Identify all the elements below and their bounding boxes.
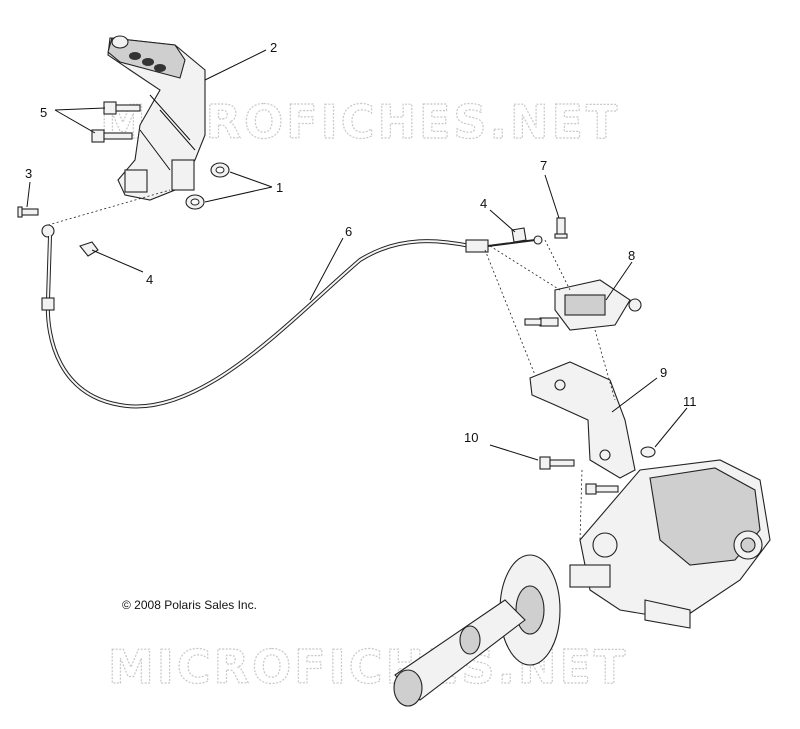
copyright-notice: © 2008 Polaris Sales Inc. bbox=[122, 598, 257, 612]
callout-1: 1 bbox=[276, 180, 283, 195]
brake-cable bbox=[41, 224, 543, 409]
callout-10: 10 bbox=[464, 430, 478, 445]
gearcase bbox=[569, 459, 771, 629]
driveshaft bbox=[393, 599, 526, 707]
callout-4-left: 4 bbox=[146, 272, 153, 287]
callout-2: 2 bbox=[270, 40, 277, 55]
brake-disc bbox=[499, 554, 561, 666]
callout-3: 3 bbox=[25, 166, 32, 181]
caliper-bracket bbox=[529, 361, 636, 479]
bolt-lower-bracket bbox=[585, 483, 619, 495]
nut-1-lower bbox=[185, 194, 205, 210]
callout-7: 7 bbox=[540, 158, 547, 173]
pin-7 bbox=[554, 217, 568, 239]
brake-caliper bbox=[524, 279, 642, 331]
clip-4-right bbox=[511, 227, 527, 243]
callout-5: 5 bbox=[40, 105, 47, 120]
callout-9: 9 bbox=[660, 365, 667, 380]
callout-8: 8 bbox=[628, 248, 635, 263]
nut-11 bbox=[640, 446, 656, 458]
bolt-5-upper bbox=[103, 101, 141, 115]
nut-1-upper bbox=[210, 162, 230, 178]
callout-4-right: 4 bbox=[480, 196, 487, 211]
clip-4-left bbox=[79, 241, 99, 257]
pin-3 bbox=[17, 206, 39, 218]
bolt-10 bbox=[539, 456, 575, 470]
callout-11: 11 bbox=[683, 394, 697, 409]
hand-brake-lever bbox=[107, 35, 206, 201]
callout-6: 6 bbox=[345, 224, 352, 239]
